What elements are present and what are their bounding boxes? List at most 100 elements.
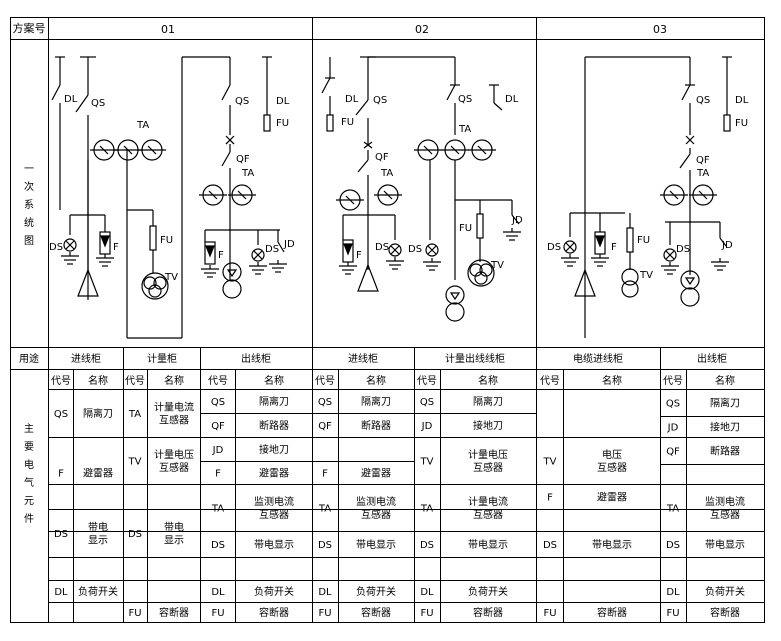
component-name: 容断器 — [159, 606, 189, 619]
component-code: DL — [211, 587, 225, 598]
component-code: DL — [318, 587, 332, 598]
ct-symbol — [445, 302, 465, 322]
component-name: 容断器 — [259, 606, 289, 619]
component-code: DL — [666, 587, 680, 598]
column-headers: 代号 名称 代号 名称 代号 名称 代号 名称 代号 名称 代号 名称 代号 名… — [51, 374, 735, 387]
svg-text:代号: 代号 — [417, 375, 437, 387]
component-name: 负荷开关 — [254, 585, 294, 598]
component-code: F — [547, 493, 553, 504]
svg-text:代号: 代号 — [125, 375, 145, 387]
wire — [253, 250, 263, 260]
label-QF: QF — [236, 154, 250, 165]
wire — [147, 145, 157, 155]
component-name: 带电显示 — [254, 538, 294, 551]
component-name: 避雷器 — [83, 467, 113, 480]
label-DS: DS — [547, 242, 561, 253]
component-name: 监测电流互感器 — [705, 495, 745, 521]
label-TA: TA — [380, 168, 393, 179]
component-name: 隔离刀 — [259, 395, 289, 408]
label-DS: DS — [408, 244, 422, 255]
usage-label: 用途 — [19, 352, 39, 365]
arrester-body — [204, 241, 216, 265]
wire — [355, 99, 369, 116]
component-code: JD — [667, 423, 679, 434]
component-name: 计量电流互感器 — [468, 495, 508, 521]
svg-text:名称: 名称 — [264, 374, 284, 387]
label-FU: FU — [341, 117, 354, 128]
wire — [51, 84, 61, 101]
wire — [511, 214, 520, 225]
label-FU: FU — [459, 223, 472, 234]
wire — [493, 102, 503, 111]
svg-text:要: 要 — [24, 441, 34, 453]
wire — [221, 151, 231, 167]
wire — [65, 240, 75, 250]
tv-coil — [148, 284, 162, 298]
component-name: 断路器 — [361, 419, 391, 432]
arrow — [449, 292, 461, 301]
wire — [221, 84, 231, 101]
component-code: TV — [543, 457, 557, 468]
label-FU: FU — [735, 118, 748, 129]
component-code: TA — [211, 504, 224, 515]
cable-head — [574, 268, 596, 297]
wire — [345, 195, 355, 205]
wire — [477, 145, 487, 155]
arrester-arrow — [595, 235, 605, 248]
component-code: F — [322, 469, 328, 480]
tv-coil — [621, 268, 639, 286]
component-name: 容断器 — [361, 606, 391, 619]
label-DL: DL — [735, 95, 749, 106]
wire — [75, 94, 89, 113]
label-FU: FU — [637, 235, 650, 246]
svg-text:代号: 代号 — [51, 375, 71, 387]
wire — [363, 141, 373, 149]
component-name: 隔离刀 — [83, 407, 113, 420]
label-DL: DL — [345, 94, 359, 105]
svg-text:一: 一 — [24, 164, 34, 175]
component-name: 监测电流互感器 — [356, 495, 396, 521]
component-code: QS — [54, 409, 68, 420]
components-label: 主 要 电 气 元 件 — [24, 423, 34, 525]
tv-outer — [467, 259, 495, 287]
label-JD: JD — [721, 240, 733, 251]
ds-lamp — [425, 243, 439, 257]
component-code: QF — [666, 447, 680, 458]
component-name: 带电显示 — [468, 538, 508, 551]
component-name: 带电显示 — [164, 521, 184, 547]
component-name: 隔离刀 — [361, 395, 391, 408]
label-TA: TA — [458, 124, 471, 135]
component-code: TA — [666, 504, 679, 515]
component-code: JD — [421, 421, 433, 432]
component-code: QS — [318, 397, 332, 408]
fuse-symbol — [326, 114, 334, 132]
component-code: QF — [318, 421, 332, 432]
component-name: 接地刀 — [259, 443, 289, 456]
label-QS: QS — [373, 95, 387, 106]
component-name: 容断器 — [473, 606, 503, 619]
wire — [669, 190, 679, 200]
usage-1: 进线柜 — [71, 352, 101, 365]
scheme-02: 02 — [415, 23, 429, 36]
component-name: 避雷器 — [597, 491, 627, 504]
wire — [99, 145, 109, 155]
fuse-symbol — [263, 114, 271, 132]
label-QF: QF — [375, 152, 389, 163]
svg-text:图: 图 — [24, 235, 34, 247]
ct-symbol — [680, 287, 700, 307]
component-name: 接地刀 — [473, 419, 503, 432]
ds-lamp — [563, 240, 577, 254]
component-name: 带电显示 — [705, 538, 745, 551]
ct-symbol — [222, 279, 242, 299]
component-code: DS — [543, 540, 557, 551]
svg-text:名称: 名称 — [478, 374, 498, 387]
label-TA: TA — [136, 120, 149, 131]
label-F: F — [356, 250, 362, 261]
arrow — [226, 269, 238, 278]
component-code: F — [58, 469, 64, 480]
wire — [698, 190, 708, 200]
svg-text:名称: 名称 — [602, 374, 622, 387]
wire — [383, 190, 393, 200]
